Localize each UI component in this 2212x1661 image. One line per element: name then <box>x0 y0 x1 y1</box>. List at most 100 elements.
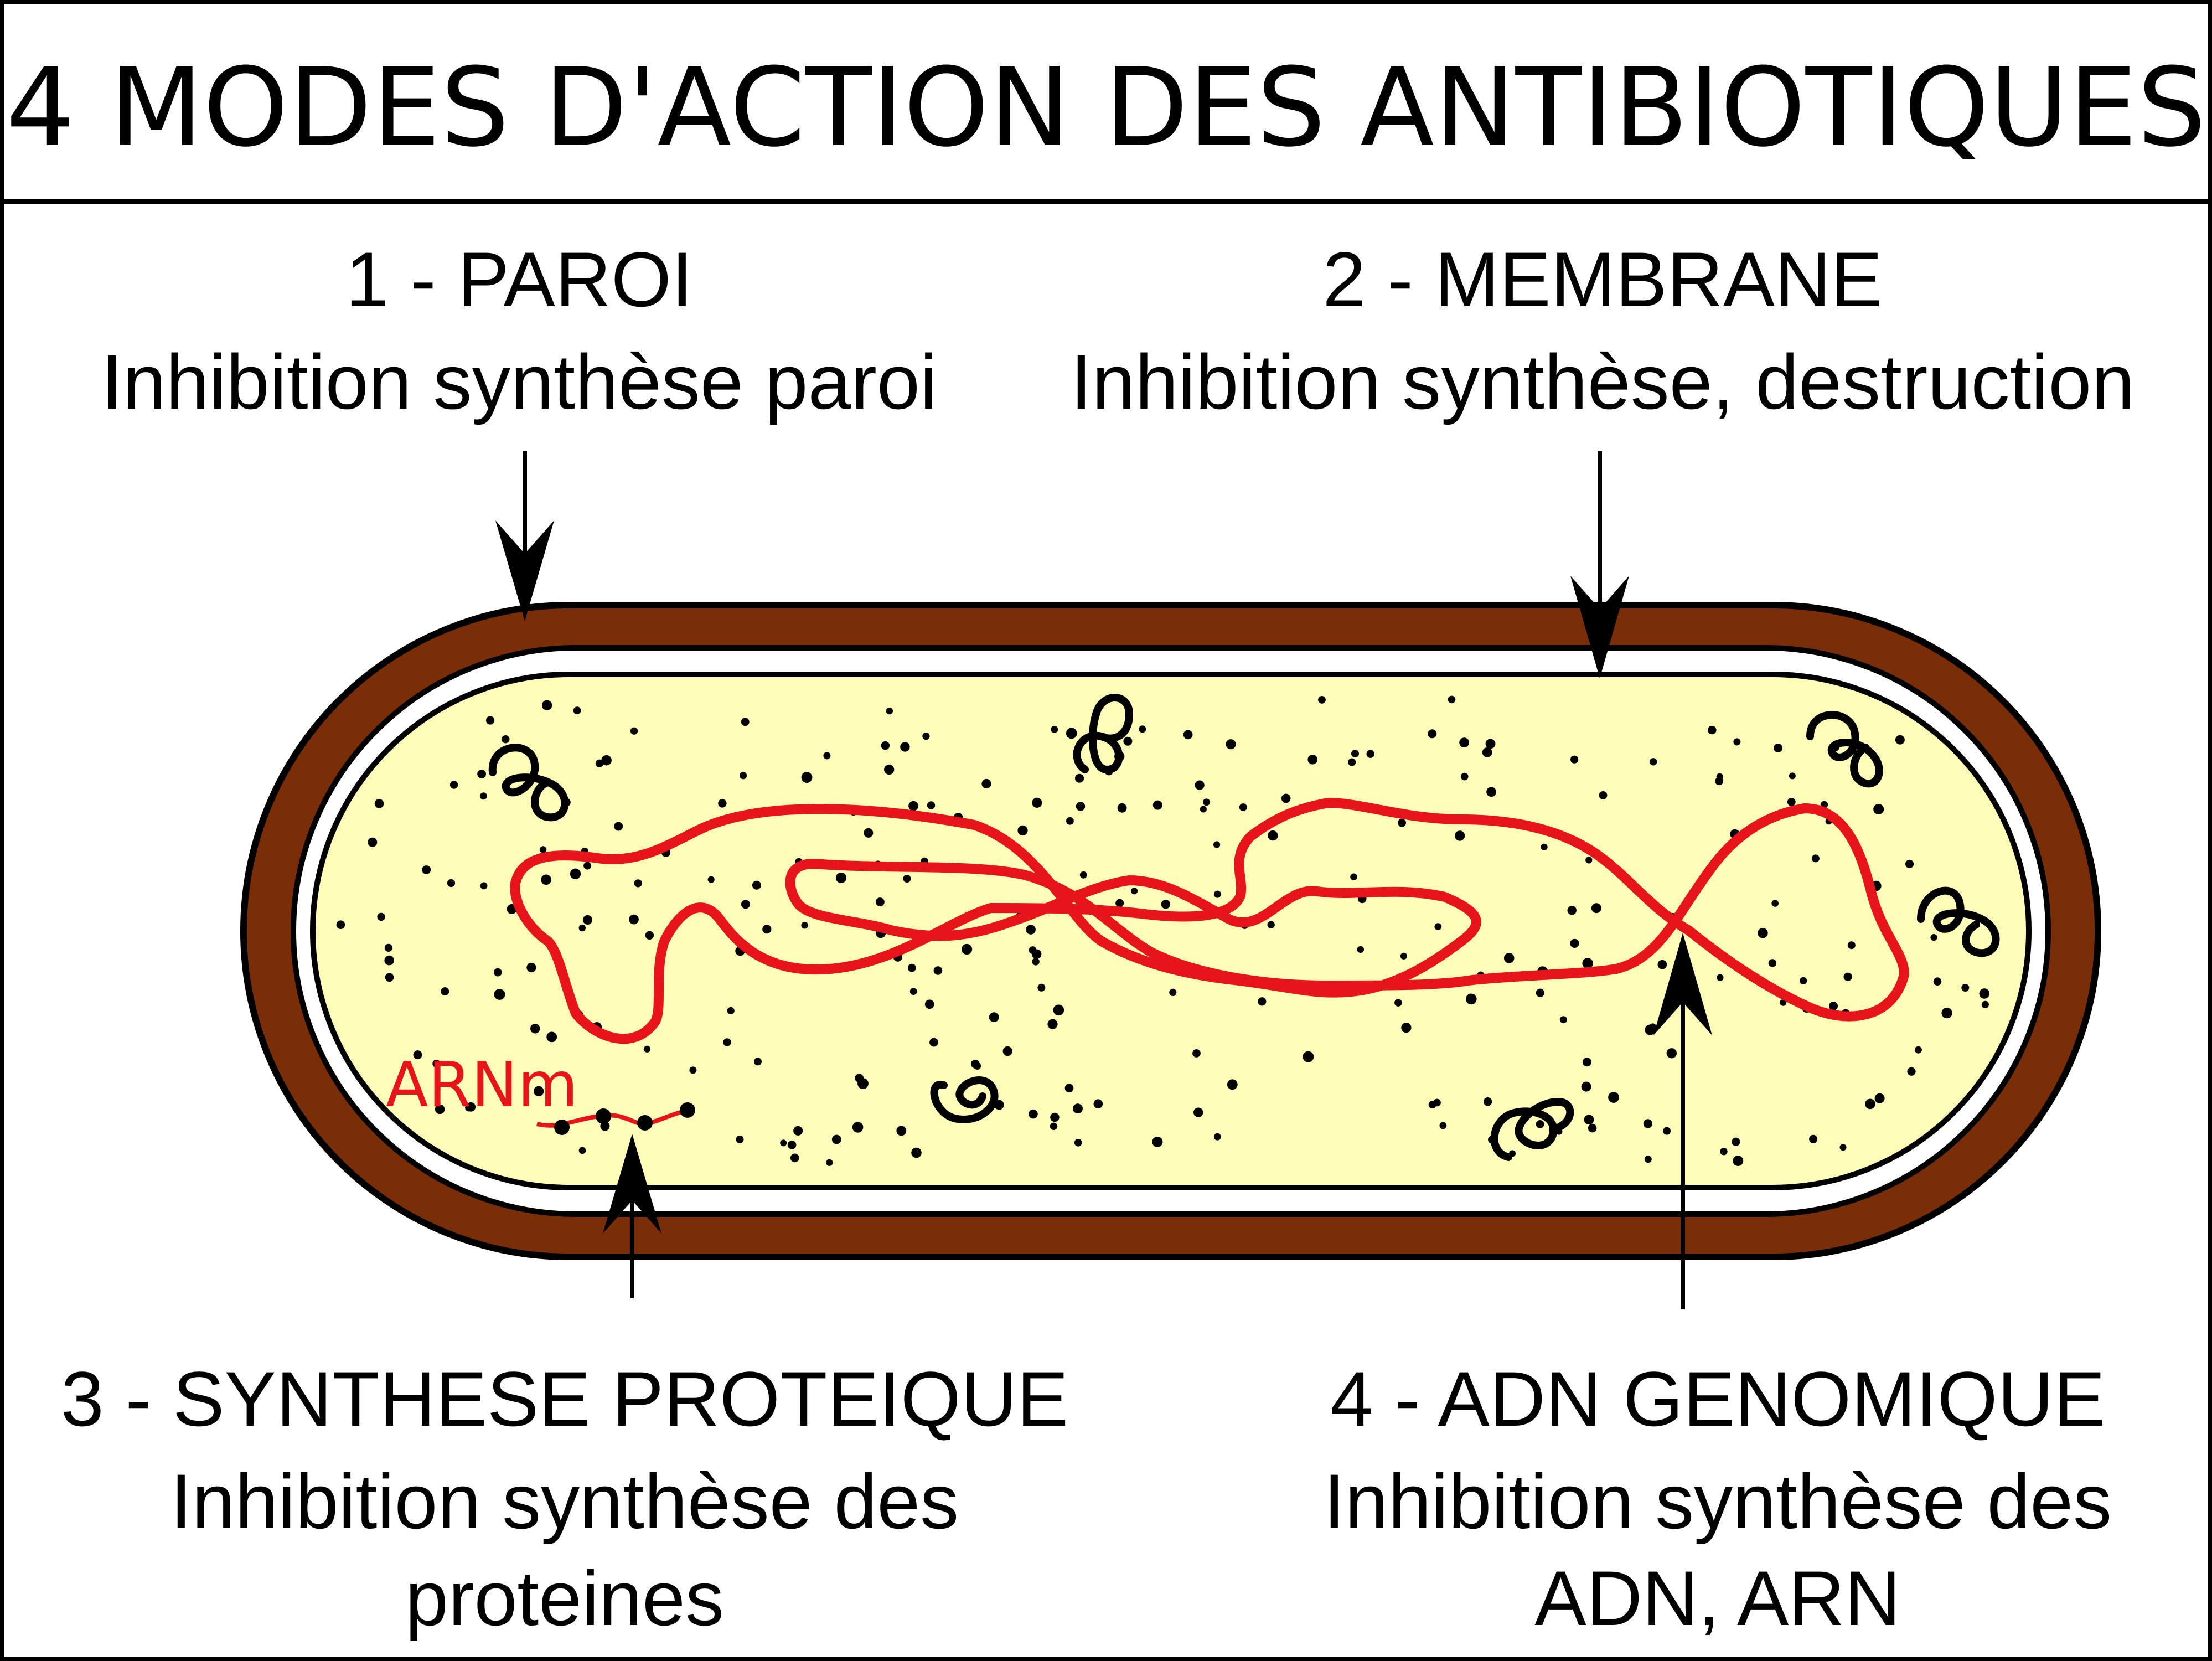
ribosome-dot <box>1733 1156 1744 1167</box>
ribosome-dot <box>741 718 750 726</box>
ribosome-dot <box>864 828 874 838</box>
ribosome-dot <box>971 1059 980 1069</box>
ribosome-dot <box>1789 772 1796 780</box>
ribosome-dot <box>447 879 456 888</box>
ribosome-dot <box>1717 974 1724 981</box>
ribosome-dot <box>582 915 593 925</box>
ribosome-dot <box>1002 1046 1012 1056</box>
ribosome-dot <box>1873 804 1884 814</box>
ribosome-dot <box>1536 1120 1544 1128</box>
ribosome-dot <box>962 943 973 955</box>
ribosome-dot <box>1666 1048 1677 1059</box>
ribosome-dot <box>526 962 536 973</box>
ribosome-dot <box>1874 1093 1885 1103</box>
ribosome-dot <box>1800 977 1807 984</box>
ribosome-dot <box>1050 1122 1058 1131</box>
ribosome-dot <box>1981 1000 1989 1008</box>
ribosome-dot <box>1907 1067 1916 1076</box>
ribosome-dot <box>922 733 930 740</box>
plasmid-icon <box>488 744 569 822</box>
plasmid-icon <box>1806 711 1883 788</box>
ribosome-dot <box>1303 1051 1314 1062</box>
ribosome-dot <box>852 1122 864 1133</box>
ribosome-dot <box>1307 755 1317 765</box>
ribosome-dot <box>752 880 761 890</box>
mode-3-label: 3 - SYNTHESE PROTEIQUE Inhibition synthè… <box>61 1355 1068 1642</box>
ribosome-dot <box>1768 959 1777 967</box>
ribosome-dot <box>1281 793 1291 803</box>
genomic-dna <box>510 798 1909 1044</box>
ribosome-dot <box>1200 806 1207 813</box>
ribosome-dot <box>857 1078 869 1089</box>
ribosome-dot <box>1732 1137 1740 1146</box>
ribosome-dot <box>1541 843 1548 850</box>
ribosome-dot <box>554 1120 570 1135</box>
ribosome-dot <box>465 1104 472 1112</box>
cytoplasm <box>310 672 2032 1190</box>
ribosome-dot <box>1454 830 1465 841</box>
ribosome-dot <box>875 897 885 907</box>
ribosome-dot <box>1047 1019 1058 1029</box>
ribosome-dot <box>1559 1016 1567 1024</box>
ribosome-dot <box>479 792 487 800</box>
ribosome-dot <box>1131 888 1138 895</box>
ribosome-dot <box>787 1141 797 1149</box>
ribosome-dot <box>1213 890 1221 898</box>
ribosome-dot <box>1915 1046 1922 1054</box>
ribosome-dot <box>981 778 991 789</box>
ribosome-dot <box>1079 871 1087 879</box>
ribosome-dot <box>1139 725 1146 733</box>
plasmid-icon <box>1490 1097 1574 1161</box>
ribosome-dot <box>1051 726 1058 733</box>
ribosome-dot <box>1811 854 1820 863</box>
ribosome-dot <box>780 1139 787 1147</box>
mode-4-title: 4 - ADN GENOMIQUE <box>1330 1355 2105 1442</box>
ribosome-dot <box>1032 797 1042 808</box>
ribosome-dot <box>432 1060 441 1068</box>
ribosome-dot <box>1758 928 1768 938</box>
ribosome-dot <box>1585 857 1593 864</box>
ribosome-dot <box>377 912 385 921</box>
ribosome-dot <box>831 1134 841 1144</box>
ribosome-dot <box>1029 1109 1038 1119</box>
ribosome-dot <box>1591 903 1601 914</box>
ribosome-dot <box>1032 958 1040 966</box>
ribosome-dot <box>1843 972 1852 981</box>
ribosome-dot <box>689 1066 697 1074</box>
ribosome-dot <box>1428 729 1437 739</box>
ribosome-dot <box>541 874 551 885</box>
ribosome-dot <box>1582 958 1593 969</box>
ribosome-dot <box>790 1153 799 1163</box>
ribosome-dot <box>1366 750 1374 758</box>
ribosome-dot <box>643 1045 651 1053</box>
ribosome-dot <box>480 882 488 890</box>
ribosome-dot <box>539 846 547 853</box>
arrow-icon <box>1653 933 1712 1309</box>
ribosome-dot <box>1268 830 1278 841</box>
ribosome-dot <box>801 921 808 929</box>
ribosome-dot <box>1075 773 1084 783</box>
ribosome-dot <box>1192 1049 1201 1058</box>
ribosome-dot <box>1771 900 1779 907</box>
ribosome-dot <box>1486 787 1497 797</box>
ribosome-dot <box>1123 736 1133 746</box>
ribosome-dot <box>1213 841 1221 848</box>
ribosome-dot <box>1026 925 1036 935</box>
ribosome-dot <box>1536 988 1544 997</box>
ribosome-dot <box>707 876 715 883</box>
ribosome-dot <box>534 1086 544 1097</box>
ribosome-dot <box>1203 798 1210 806</box>
plasmid-icon <box>1917 886 2000 957</box>
ribosome-dot <box>1483 1097 1492 1106</box>
ribosome-dot <box>881 741 890 750</box>
ribosome-dot <box>741 900 750 909</box>
ribosome-dot <box>595 759 604 768</box>
ribosome-dot <box>1933 977 1942 986</box>
mode-3-title: 3 - SYNTHESE PROTEIQUE <box>61 1355 1068 1442</box>
ribosome-dot <box>1064 1084 1074 1093</box>
ribosome-dot <box>1829 1002 1838 1011</box>
ribosome-dot <box>1318 696 1326 704</box>
ribosome-dot <box>634 879 642 888</box>
ribosome-dot <box>502 735 510 744</box>
